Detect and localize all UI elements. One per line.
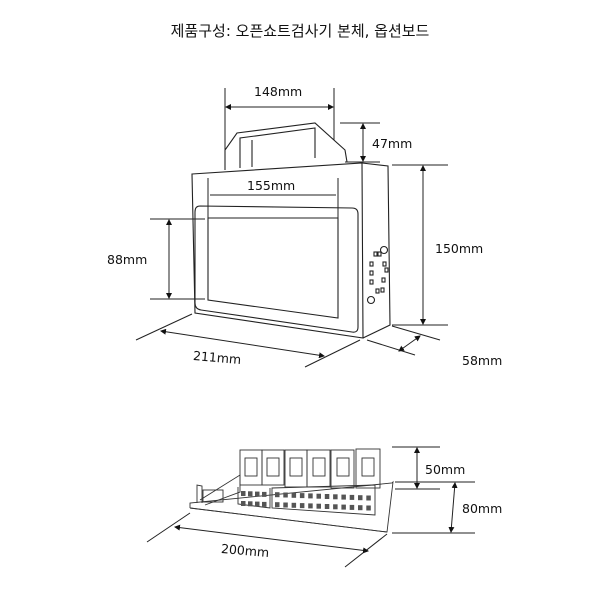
terminal-screw: [255, 491, 260, 497]
screen-height-label: 88mm: [107, 252, 148, 267]
terminal-screw: [283, 502, 288, 508]
handle-height-label: 47mm: [372, 136, 413, 151]
terminal-screw: [316, 493, 321, 499]
terminal-screw: [275, 492, 280, 498]
option-board-drawing: [189, 448, 394, 533]
terminal-screw: [255, 501, 260, 507]
handle-width-label: 148mm: [254, 84, 303, 99]
terminal-screw: [308, 503, 313, 509]
relay-height-label: 50mm: [425, 462, 466, 477]
terminal-screw: [248, 491, 253, 497]
terminal-screw: [275, 502, 280, 508]
option-board-dimension-lines: [146, 446, 475, 568]
terminal-screw: [341, 494, 346, 500]
terminal-screw: [358, 505, 363, 511]
terminal-screw: [333, 494, 338, 500]
terminal-screw: [324, 504, 330, 509]
terminal-screw: [366, 495, 371, 501]
terminal-screw: [248, 501, 253, 507]
page-title: 제품구성: 오픈쇼트검사기 본체, 옵션보드: [170, 22, 430, 40]
terminal-screw: [262, 501, 267, 507]
terminal-screw: [316, 503, 321, 509]
relays: [239, 448, 381, 489]
screen-width-label: 155mm: [247, 178, 296, 193]
terminal-blocks: [237, 484, 376, 516]
terminal-screw: [283, 492, 288, 498]
terminal-screw: [241, 491, 246, 496]
terminal-screw: [349, 504, 355, 510]
terminal-screw: [291, 492, 297, 498]
terminal-screw: [299, 493, 305, 499]
terminal-screw: [291, 502, 297, 508]
terminal-screw: [262, 491, 267, 497]
terminal-screw: [333, 504, 338, 510]
tester-dimension-lines: [135, 88, 448, 368]
terminal-screw: [349, 494, 355, 500]
body-depth-label: 58mm: [462, 353, 503, 368]
body-height-label: 150mm: [435, 241, 484, 256]
board-depth-label: 80mm: [462, 501, 503, 516]
terminal-screw: [241, 501, 246, 506]
terminal-screw: [308, 493, 313, 499]
terminal-screw: [299, 503, 305, 509]
terminal-screw: [324, 494, 330, 499]
terminal-screw: [341, 504, 346, 510]
tester-body-drawing: [191, 122, 391, 339]
terminal-screw: [366, 505, 371, 511]
terminal-screw: [358, 495, 363, 501]
